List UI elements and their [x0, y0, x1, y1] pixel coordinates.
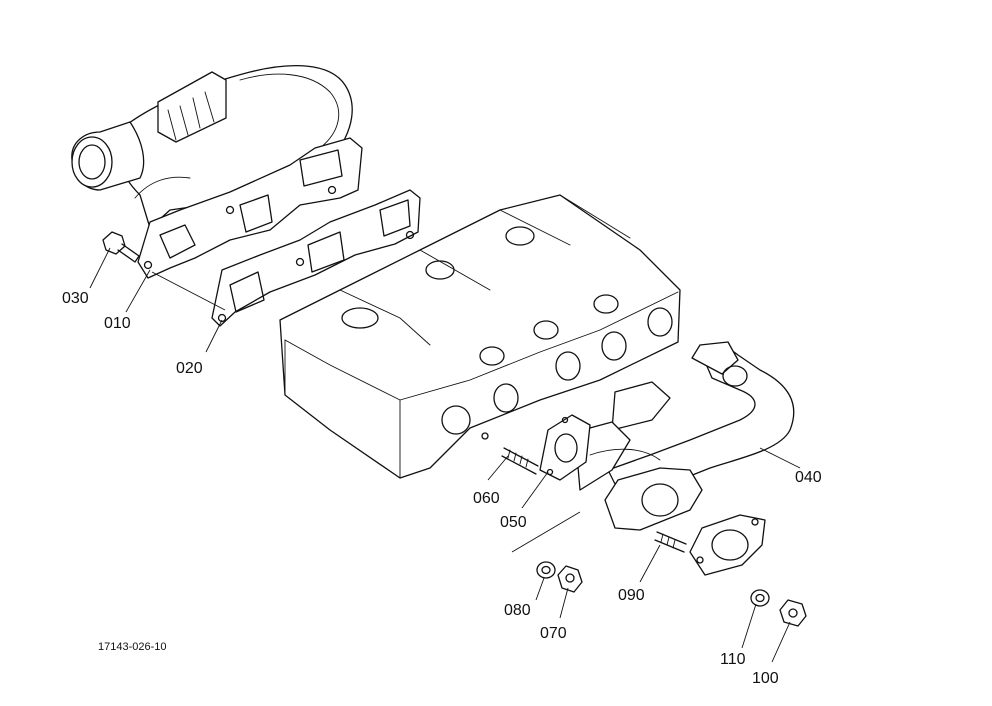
part-label-020: 020: [176, 360, 203, 377]
gasket-drawing: [211, 189, 421, 327]
leader-lines: [89, 247, 801, 663]
part-label-110: 110: [720, 651, 746, 668]
bolt-030-drawing: [102, 231, 140, 263]
part-label-030: 030: [62, 290, 89, 307]
stud-060-drawing: [501, 447, 539, 475]
flange-gasket-050-drawing: [539, 414, 591, 481]
part-label-060: 060: [473, 490, 500, 507]
part-label-040: 040: [795, 469, 822, 486]
part-label-070: 070: [540, 625, 567, 642]
nut-100-drawing: [779, 599, 807, 627]
part-label-090: 090: [618, 587, 645, 604]
part-label-010: 010: [104, 315, 131, 332]
part-labels: 030 010 020 040 060 050 080 070 090 110 …: [62, 290, 822, 687]
turbo-manifold-drawing: [71, 65, 363, 279]
exhaust-pipe-drawing: [574, 341, 795, 531]
flange-gasket-pipe-end-drawing: [689, 514, 766, 576]
washer-110-drawing: [750, 589, 770, 607]
nut-070-drawing: [557, 565, 583, 593]
stud-090-drawing: [654, 531, 687, 553]
part-label-050: 050: [500, 514, 527, 531]
part-label-080: 080: [504, 602, 531, 619]
washer-080-drawing: [536, 561, 556, 579]
part-label-100: 100: [752, 670, 779, 687]
cylinder-head-drawing: [279, 194, 681, 479]
diagram-reference-code: 17143-026-10: [98, 641, 167, 653]
